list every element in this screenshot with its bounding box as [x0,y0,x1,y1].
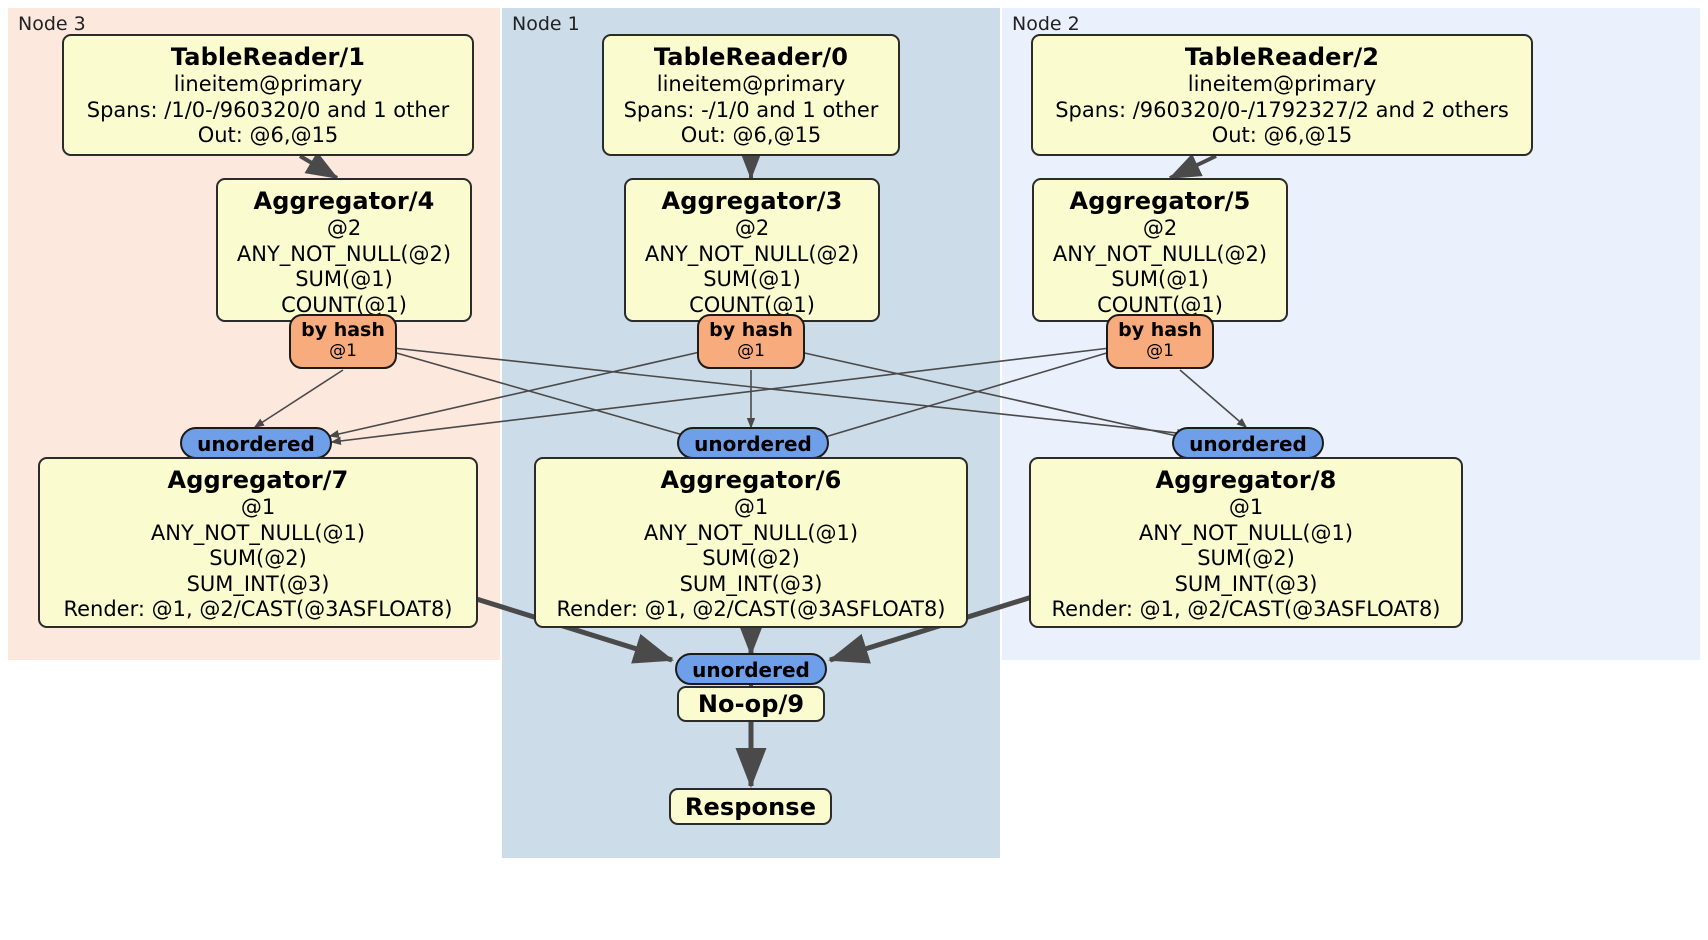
stream-column: @1 [329,341,357,361]
stream-unordered-right[interactable]: unordered [1172,427,1324,459]
processor-detail-line: Out: @6,@15 [680,123,822,147]
processor-title: Aggregator/6 [660,466,842,494]
processor-title: Aggregator/8 [1155,466,1337,494]
processor-title: Response [684,792,817,821]
processor-aggregator-7[interactable]: Aggregator/7 @1 ANY_NOT_NULL(@1) SUM(@2)… [38,457,478,628]
processor-detail-line: lineitem@primary [173,72,363,96]
processor-detail-line: Out: @6,@15 [1211,123,1353,147]
processor-detail-line: COUNT(@1) [281,292,407,317]
processor-detail-line: ANY_NOT_NULL(@2) [236,241,452,266]
processor-table-reader-1[interactable]: TableReader/1 lineitem@primary Spans: /1… [62,34,474,156]
processor-detail-line: lineitem@primary [656,72,846,96]
processor-render-line: Render: @1, @2/CAST(@3ASFLOAT8) [556,597,946,621]
processor-detail-line: ANY_NOT_NULL(@2) [1052,241,1268,266]
processor-aggregator-6[interactable]: Aggregator/6 @1 ANY_NOT_NULL(@1) SUM(@2)… [534,457,968,628]
processor-detail-line: ANY_NOT_NULL(@2) [644,241,860,266]
stream-label: unordered [692,658,810,682]
processor-title: TableReader/0 [653,43,849,71]
processor-detail-line: @2 [326,216,362,240]
processor-detail-line: lineitem@primary [1187,72,1377,96]
processor-detail-line: SUM(@2) [702,546,800,570]
processor-detail-line: SUM_INT(@3) [186,571,330,596]
processor-title: Aggregator/5 [1069,187,1251,215]
processor-render-line: Render: @1, @2/CAST(@3ASFLOAT8) [1051,597,1441,621]
processor-render-line: Render: @1, @2/CAST(@3ASFLOAT8) [63,597,453,621]
processor-detail-line: SUM(@1) [295,267,393,291]
stream-unordered-final[interactable]: unordered [675,653,827,685]
node-label-node-2: Node 2 [1012,13,1080,35]
processor-detail-line: Spans: /960320/0-/1792327/2 and 2 others [1055,97,1509,122]
processor-title: No-op/9 [697,690,805,718]
processor-aggregator-3[interactable]: Aggregator/3 @2 ANY_NOT_NULL(@2) SUM(@1)… [624,178,880,322]
processor-table-reader-2[interactable]: TableReader/2 lineitem@primary Spans: /9… [1031,34,1533,156]
processor-detail-line: SUM(@2) [209,546,307,570]
stream-label: unordered [1189,432,1307,456]
processor-no-op-9[interactable]: No-op/9 [677,686,825,722]
stream-unordered-center[interactable]: unordered [677,427,829,459]
processor-aggregator-8[interactable]: Aggregator/8 @1 ANY_NOT_NULL(@1) SUM(@2)… [1029,457,1463,628]
stream-label: by hash [1118,319,1202,341]
stream-by-hash-right[interactable]: by hash @1 [1106,314,1214,369]
stream-label: by hash [301,319,385,341]
node-label-node-3: Node 3 [18,13,86,35]
node-label-node-1: Node 1 [512,13,580,35]
stream-by-hash-left[interactable]: by hash @1 [289,314,397,369]
processor-detail-line: COUNT(@1) [1097,292,1223,317]
stream-unordered-left[interactable]: unordered [180,427,332,459]
stream-column: @1 [1146,341,1174,361]
processor-detail-line: ANY_NOT_NULL(@1) [643,520,859,545]
processor-detail-line: @2 [734,216,770,240]
processor-title: Aggregator/4 [253,187,435,215]
processor-detail-line: SUM(@1) [703,267,801,291]
processor-detail-line: COUNT(@1) [689,292,815,317]
processor-detail-line: @1 [1228,495,1264,519]
stream-column: @1 [737,341,765,361]
processor-detail-line: Spans: -/1/0 and 1 other [623,97,879,122]
processor-detail-line: SUM(@2) [1197,546,1295,570]
stream-label: unordered [197,432,315,456]
processor-aggregator-5[interactable]: Aggregator/5 @2 ANY_NOT_NULL(@2) SUM(@1)… [1032,178,1288,322]
processor-title: TableReader/2 [1184,43,1380,71]
processor-title: Aggregator/3 [661,187,843,215]
processor-response[interactable]: Response [669,788,832,825]
processor-detail-line: Out: @6,@15 [197,123,339,147]
processor-detail-line: @2 [1142,216,1178,240]
stream-label: by hash [709,319,793,341]
processor-table-reader-0[interactable]: TableReader/0 lineitem@primary Spans: -/… [602,34,900,156]
processor-aggregator-4[interactable]: Aggregator/4 @2 ANY_NOT_NULL(@2) SUM(@1)… [216,178,472,322]
processor-detail-line: ANY_NOT_NULL(@1) [150,520,366,545]
processor-detail-line: ANY_NOT_NULL(@1) [1138,520,1354,545]
processor-title: Aggregator/7 [167,466,349,494]
processor-detail-line: Spans: /1/0-/960320/0 and 1 other [86,97,450,122]
processor-detail-line: SUM(@1) [1111,267,1209,291]
processor-title: TableReader/1 [170,43,366,71]
stream-label: unordered [694,432,812,456]
processor-detail-line: SUM_INT(@3) [1174,571,1318,596]
processor-detail-line: @1 [733,495,769,519]
stream-by-hash-center[interactable]: by hash @1 [697,314,805,369]
processor-detail-line: @1 [240,495,276,519]
processor-detail-line: SUM_INT(@3) [679,571,823,596]
